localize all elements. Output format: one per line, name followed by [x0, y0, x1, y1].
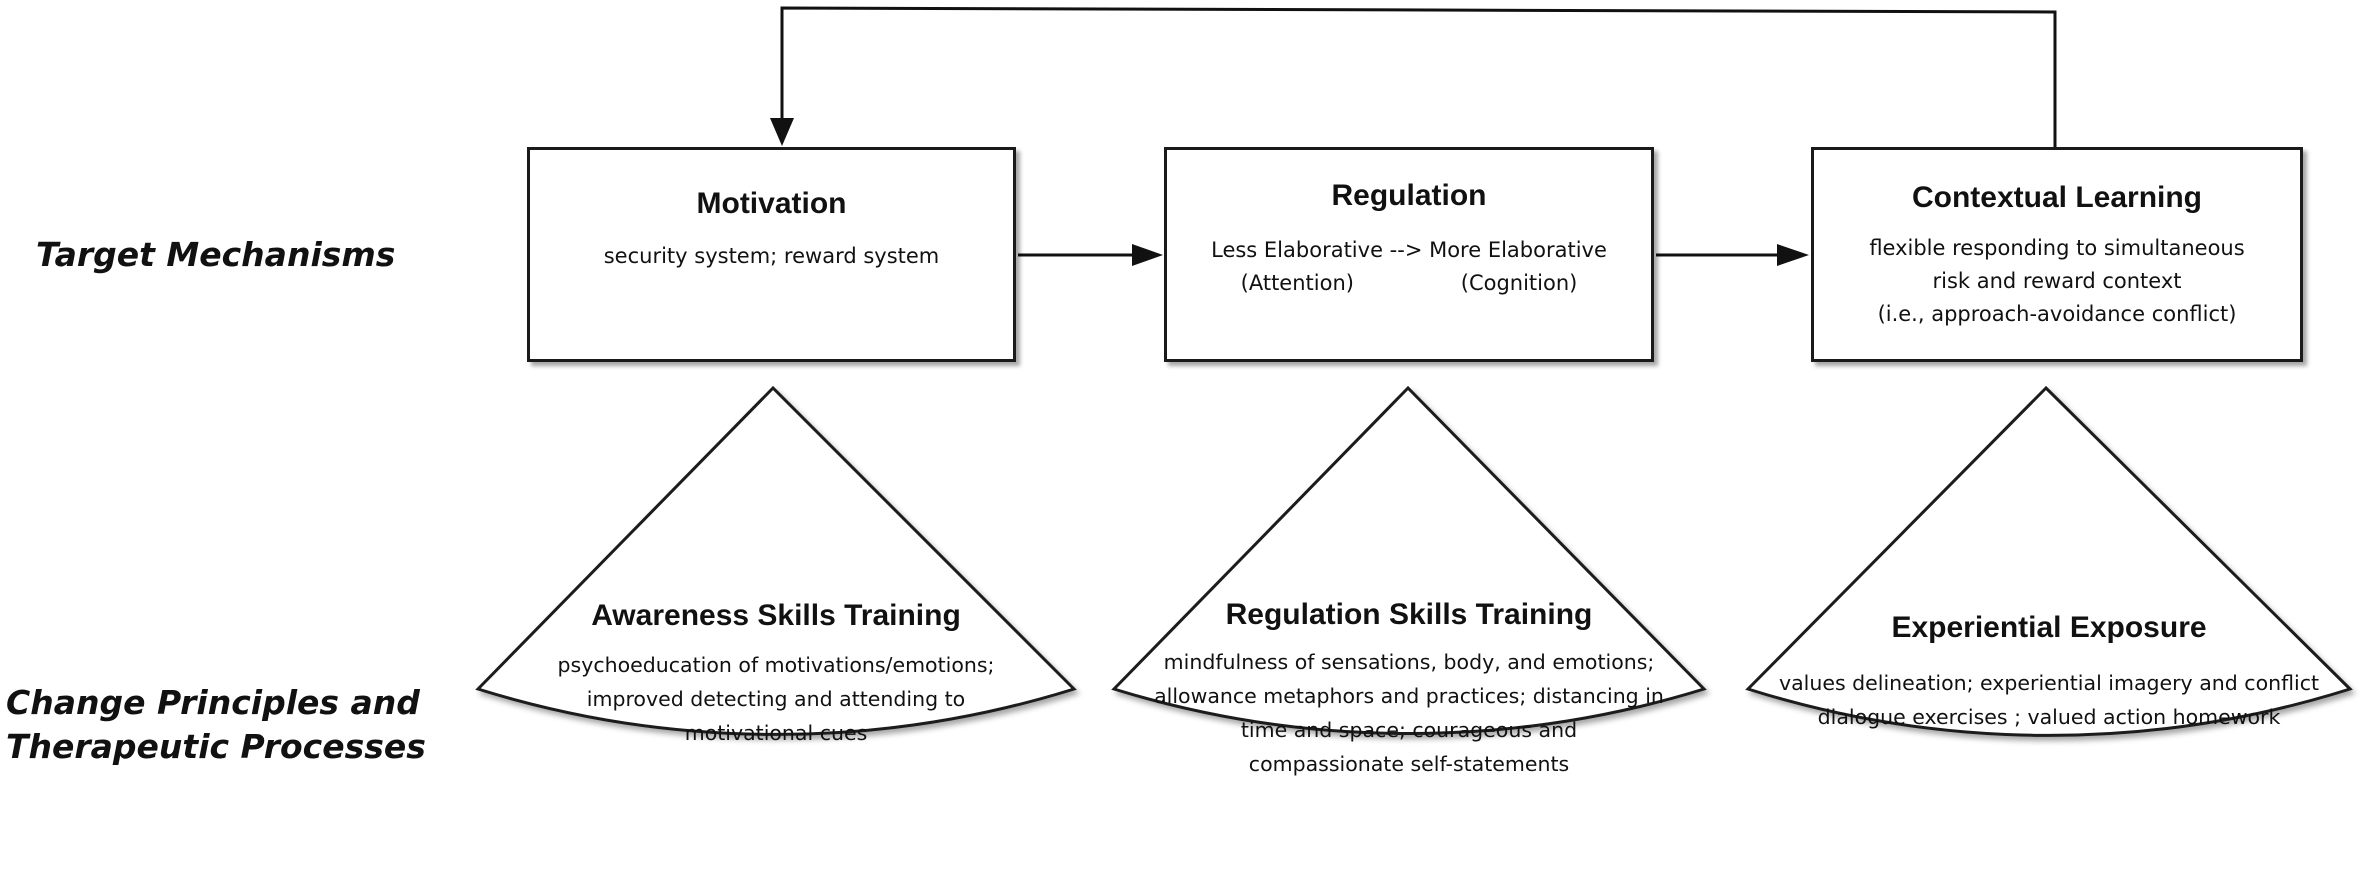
- feedback-loop-arrow: [780, 6, 2057, 148]
- process-title: Experiential Exposure: [1891, 611, 2207, 644]
- process-regulation-skills-training: Regulation Skills Training mindfulness o…: [1114, 597, 1704, 781]
- mechanism-title: Contextual Learning: [1911, 181, 2203, 214]
- fan-shape-exposure: [1745, 385, 2353, 737]
- mechanism-description: security system; reward system: [603, 244, 940, 268]
- fan-shape-regulation: [1111, 385, 1707, 735]
- row-label-change-principles: Change Principles and Therapeutic Proces…: [6, 637, 426, 769]
- process-description: mindfulness of sensations, body, and emo…: [1154, 650, 1664, 776]
- mechanism-title: Regulation: [1331, 179, 1487, 212]
- fan-shape-awareness: [475, 385, 1077, 736]
- process-awareness-skills-training: Awareness Skills Training psychoeducatio…: [478, 598, 1074, 750]
- process-description: values delineation; experiential imagery…: [1778, 671, 2320, 729]
- mechanism-title: Motivation: [696, 187, 847, 220]
- arrowhead-motivation-to-regulation: [1132, 244, 1163, 266]
- mechanism-box-contextual-learning: Contextual Learning flexible responding …: [1811, 147, 2303, 362]
- row-label-text: Change Principles and Therapeutic Proces…: [6, 683, 426, 766]
- mechanism-box-regulation: Regulation Less Elaborative --> More Ela…: [1164, 147, 1654, 362]
- arrowhead-regulation-to-contextual: [1777, 244, 1809, 266]
- row-label-target-mechanisms: Target Mechanisms: [36, 233, 395, 277]
- row-label-text: Target Mechanisms: [36, 235, 396, 274]
- process-description: psychoeducation of motivations/emotions;…: [557, 653, 995, 745]
- process-title: Awareness Skills Training: [591, 599, 961, 632]
- feedback-loop-arrowhead: [770, 118, 794, 146]
- process-experiential-exposure: Experiential Exposure values delineation…: [1748, 610, 2350, 734]
- mechanism-box-motivation: Motivation security system; reward syste…: [527, 147, 1016, 362]
- process-title: Regulation Skills Training: [1225, 598, 1593, 631]
- mechanism-description: Less Elaborative --> More Elaborative (A…: [1211, 238, 1607, 295]
- mechanism-description: flexible responding to simultaneous risk…: [1869, 236, 2245, 326]
